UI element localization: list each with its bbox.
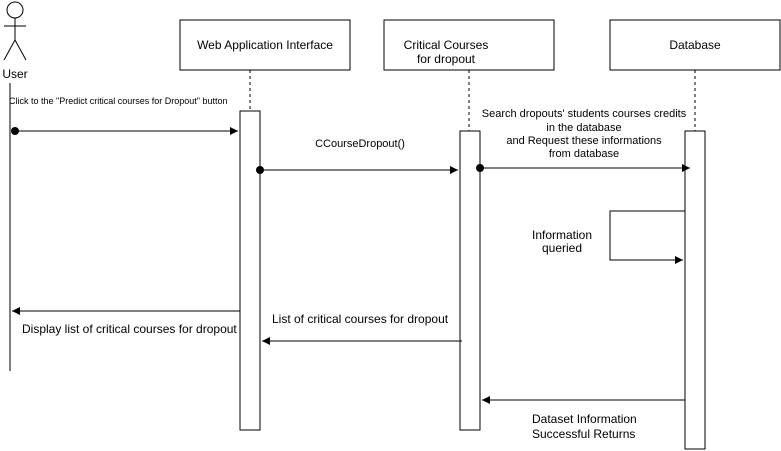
actor-head (6, 1, 24, 19)
critical-courses-box (383, 19, 555, 71)
database-box (609, 19, 781, 71)
self-query-label-line2: queried (542, 241, 582, 255)
database-title: Database (669, 38, 721, 52)
self-query-loop (609, 210, 685, 264)
web-interface-title: Web Application Interface (197, 38, 333, 52)
search-label-line3: and Request these informations (506, 135, 662, 147)
web-interface-activation (239, 110, 261, 431)
critical-courses-title-line2: for dropout (417, 52, 476, 66)
list-return-label: List of critical courses for dropout (272, 312, 449, 326)
search-label-line4: from database (549, 148, 619, 160)
display-label: Display list of critical courses for dro… (22, 322, 237, 336)
dataset-return-label-line2: Successful Returns (532, 427, 635, 441)
user-click-label: Click to the "Predict critical courses f… (9, 96, 227, 106)
call-label: CCourseDropout() (315, 138, 405, 150)
dataset-return-label-line1: Dataset Information (532, 412, 637, 426)
critical-courses-activation (459, 130, 481, 431)
search-label-line2: in the database (546, 122, 621, 134)
self-query-label-line1: Information (532, 228, 592, 242)
search-label-line1: Search dropouts' students courses credit… (482, 108, 687, 120)
web-interface-box (179, 19, 351, 71)
actor-right-leg (14, 39, 27, 61)
database-activation (684, 130, 706, 450)
actor-label: User (2, 67, 27, 81)
actor-left-leg (3, 39, 16, 61)
critical-courses-title-line1: Critical Courses (404, 38, 489, 52)
user-actor (3, 1, 27, 61)
